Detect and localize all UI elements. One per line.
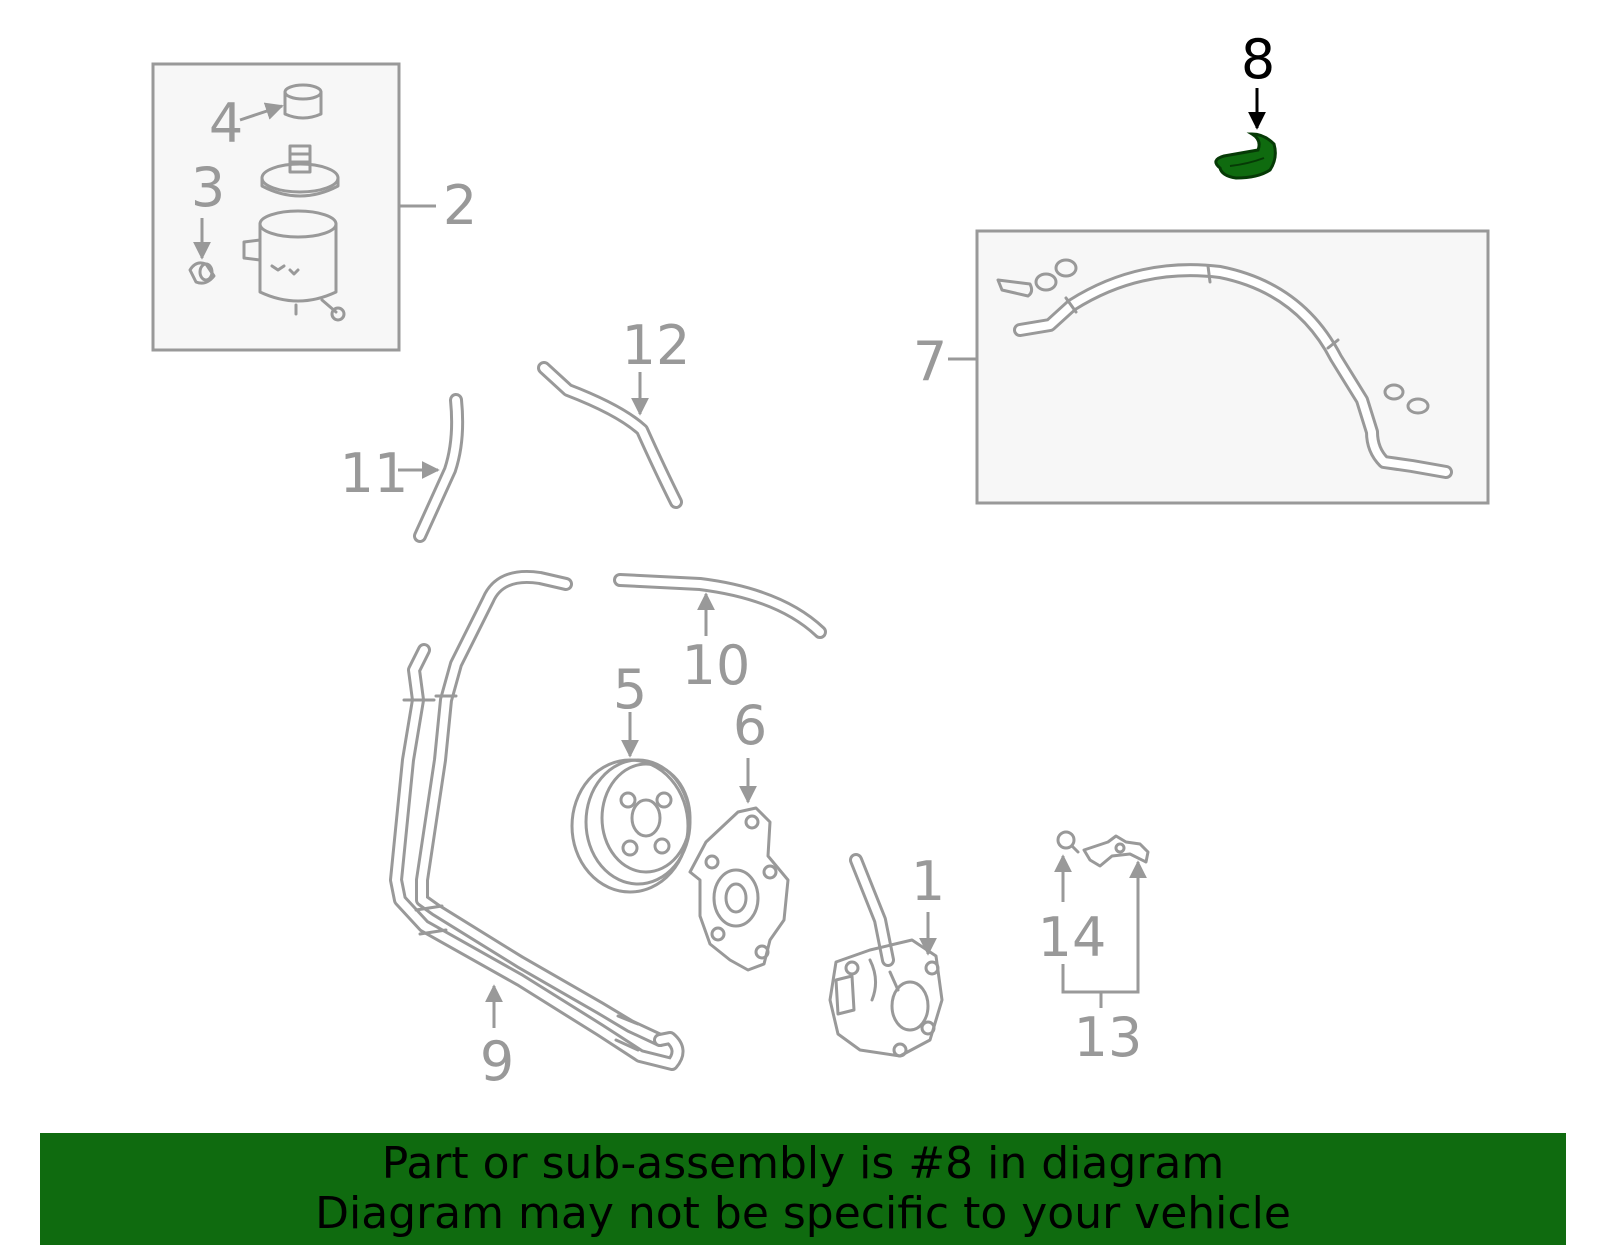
reservoir-cap-seal-part [283, 83, 323, 120]
reservoir-tank-part [242, 209, 346, 322]
callout-label-12[interactable]: 12 [622, 314, 691, 377]
part-9-cooler-lines[interactable] [389, 570, 685, 1071]
pressure-hose-group[interactable] [948, 229, 1490, 505]
callout-label-6[interactable]: 6 [733, 694, 767, 757]
callout-label-8[interactable]: 8 [1241, 28, 1275, 91]
callout-label-14[interactable]: 14 [1038, 906, 1107, 969]
reservoir-group[interactable] [151, 62, 436, 352]
banner-line-disclaimer: Diagram may not be specific to your vehi… [315, 1188, 1291, 1239]
callout-label-11[interactable]: 11 [340, 442, 409, 505]
leader-4 [239, 102, 284, 122]
part-12-hose[interactable] [537, 361, 683, 509]
callout-label-4[interactable]: 4 [209, 92, 243, 155]
part-11-hose[interactable] [413, 393, 465, 543]
callout-label-2[interactable]: 2 [443, 174, 477, 237]
part-13-bracket[interactable] [1082, 834, 1150, 868]
callout-label-9[interactable]: 9 [480, 1030, 514, 1093]
pressure-hose-fittings [996, 258, 1430, 415]
part-10-hose[interactable] [613, 573, 827, 639]
highlighted-part-8[interactable] [1214, 132, 1277, 180]
reservoir-cap-part [260, 144, 340, 198]
callout-label-1[interactable]: 1 [911, 850, 945, 913]
pressure-hose-part [1013, 263, 1453, 479]
callout-label-13[interactable]: 13 [1074, 1006, 1143, 1069]
part-6-bracket[interactable] [688, 806, 790, 972]
banner-line-part-number: Part or sub-assembly is #8 in diagram [381, 1138, 1225, 1189]
info-banner: Part or sub-assembly is #8 in diagram Di… [40, 1133, 1566, 1245]
callout-label-3[interactable]: 3 [191, 156, 225, 219]
callout-label-10[interactable]: 10 [682, 634, 751, 697]
part-5-pulley[interactable] [570, 758, 692, 894]
reservoir-grommet-part [188, 261, 216, 285]
callout-label-5[interactable]: 5 [613, 658, 647, 721]
callout-label-7[interactable]: 7 [913, 330, 947, 393]
part-1-pump[interactable] [828, 853, 944, 1058]
part-14-bolt[interactable] [1056, 830, 1080, 854]
